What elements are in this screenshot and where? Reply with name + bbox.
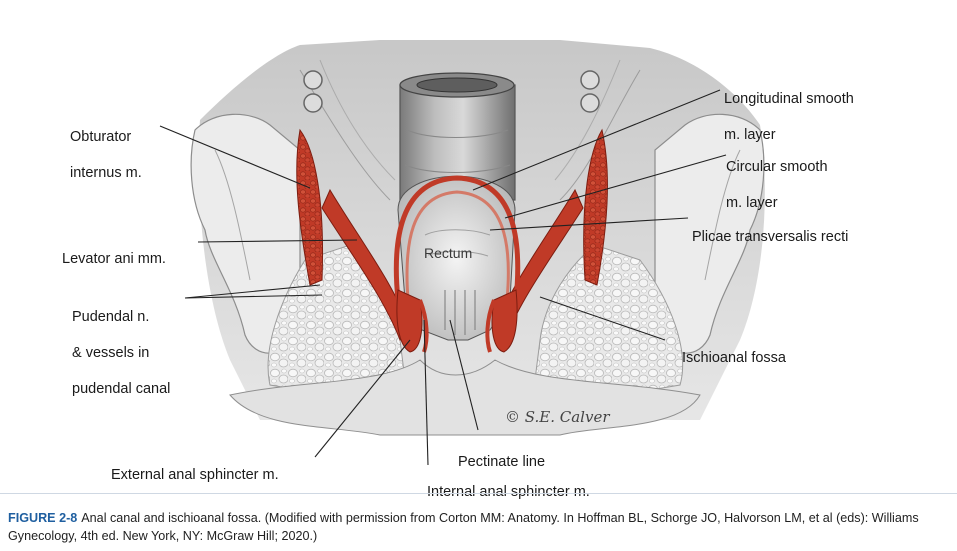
- label-line: Pectinate line: [458, 454, 546, 470]
- label-line: Longitudinal smooth: [724, 91, 854, 107]
- rectum-label: Rectum: [424, 245, 472, 261]
- label-ischioanal-fossa: Ischioanal fossa: [682, 331, 786, 385]
- right-ischium: [654, 113, 765, 354]
- rectum: [393, 72, 521, 341]
- label-line: Circular smooth: [726, 159, 828, 175]
- label-line: m. layer: [724, 127, 776, 143]
- label-line: Ischioanal fossa: [682, 350, 786, 366]
- label-line: Internal anal sphincter m.: [427, 484, 590, 500]
- anal-sphincters: [396, 289, 518, 353]
- label-pudendal: Pudendal n. & vessels in pudendal canal: [72, 290, 170, 416]
- label-line: Obturator: [70, 129, 132, 145]
- label-line: Levator ani mm.: [62, 251, 166, 267]
- anatomy-illustration: © S.E. Calver Rectum: [159, 40, 765, 466]
- label-line: Plicae transversalis recti: [692, 229, 849, 245]
- artist-signature: © S.E. Calver: [505, 408, 610, 426]
- label-line: & vessels in: [72, 345, 150, 361]
- label-line: External anal sphincter m.: [111, 467, 279, 483]
- label-circular-smooth-layer: Circular smooth m. layer: [726, 140, 828, 230]
- pudendal-vessels-top: [303, 70, 600, 113]
- left-ischium: [190, 113, 301, 354]
- label-external-anal-sphincter: External anal sphincter m.: [111, 448, 279, 502]
- obturator-internus-muscle: [296, 128, 608, 286]
- caption-divider: [0, 493, 957, 494]
- label-internal-anal-sphincter: Internal anal sphincter m.: [427, 465, 590, 519]
- label-obturator-internus: Obturator internus m.: [70, 110, 142, 200]
- leader-lines: [159, 89, 727, 466]
- label-pectinate-line: Pectinate line: [458, 435, 545, 489]
- label-longitudinal-smooth-layer: Longitudinal smooth m. layer: [724, 72, 854, 162]
- label-line: pudendal canal: [72, 381, 171, 397]
- label-plicae-transversalis-recti: Plicae transversalis recti: [692, 210, 848, 264]
- label-line: Pudendal n.: [72, 309, 150, 325]
- label-levator-ani: Levator ani mm.: [62, 232, 166, 286]
- label-line: internus m.: [70, 165, 142, 181]
- label-line: m. layer: [726, 195, 778, 211]
- figure-number: FIGURE 2-8: [8, 511, 78, 525]
- caption-text: Anal canal and ischioanal fossa. (Modifi…: [8, 511, 919, 543]
